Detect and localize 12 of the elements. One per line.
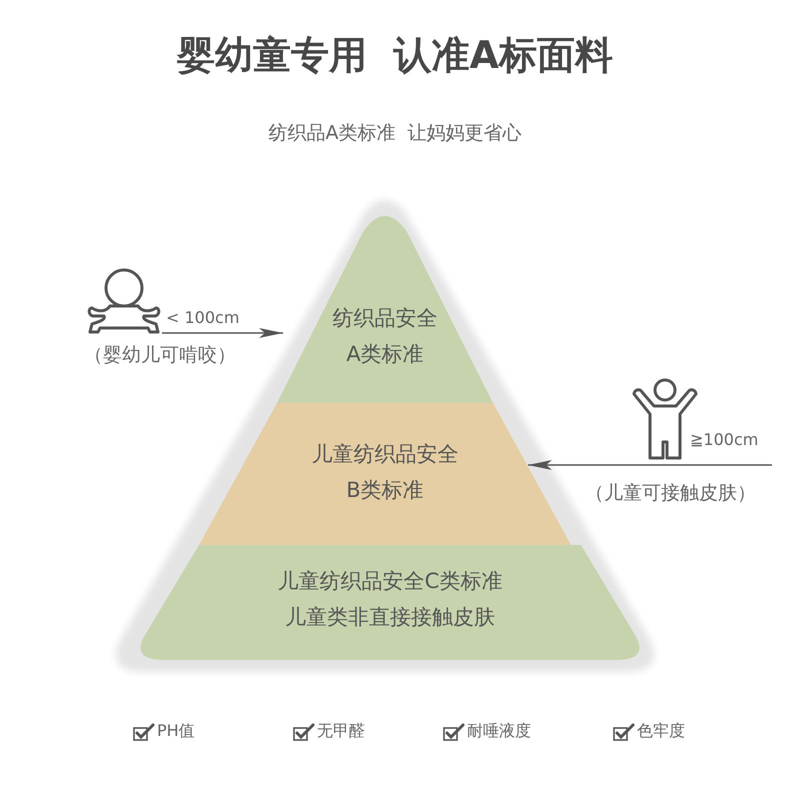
node-label: （婴幼儿可啃咬） bbox=[84, 343, 236, 368]
band-text: 儿童类非直接接触皮肤 bbox=[284, 604, 496, 631]
band-text: 儿童纺织品安全B类标准 bbox=[310, 441, 460, 504]
band-text: 纺织品安全A类标准 bbox=[332, 305, 438, 368]
feature-label: PH值 bbox=[157, 721, 195, 742]
feature-label: 耐唾液度 bbox=[467, 721, 531, 742]
node-label: （儿童可接触皮肤） bbox=[585, 481, 756, 506]
subtitle: 纺织品A类标准 让妈妈更省心 bbox=[267, 121, 523, 146]
title: 婴幼童专用 认准A标面料 bbox=[176, 32, 614, 79]
band-text: 儿童纺织品安全C类标准 bbox=[276, 568, 504, 595]
feature-label: 无甲醛 bbox=[317, 721, 365, 742]
feature-label: 色牢度 bbox=[637, 721, 685, 742]
